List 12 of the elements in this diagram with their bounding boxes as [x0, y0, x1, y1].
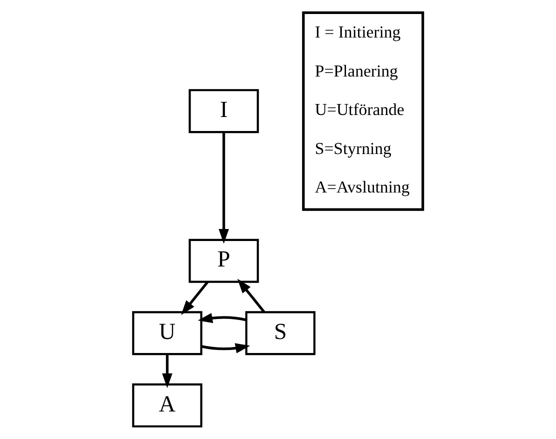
node-box: U	[132, 311, 202, 356]
arrow	[201, 343, 250, 354]
node-box: P	[188, 238, 259, 283]
node-box: I	[188, 89, 259, 134]
node-box: A	[132, 383, 202, 428]
node-box: I = Initiering P=Planering U=Utförande S=Styrning A=Avslutning	[302, 11, 424, 211]
arrow	[237, 278, 266, 313]
arrow	[162, 354, 172, 388]
arrow	[218, 132, 229, 244]
arrow	[198, 312, 247, 324]
node-box: S	[245, 311, 316, 356]
arrow	[181, 281, 209, 315]
